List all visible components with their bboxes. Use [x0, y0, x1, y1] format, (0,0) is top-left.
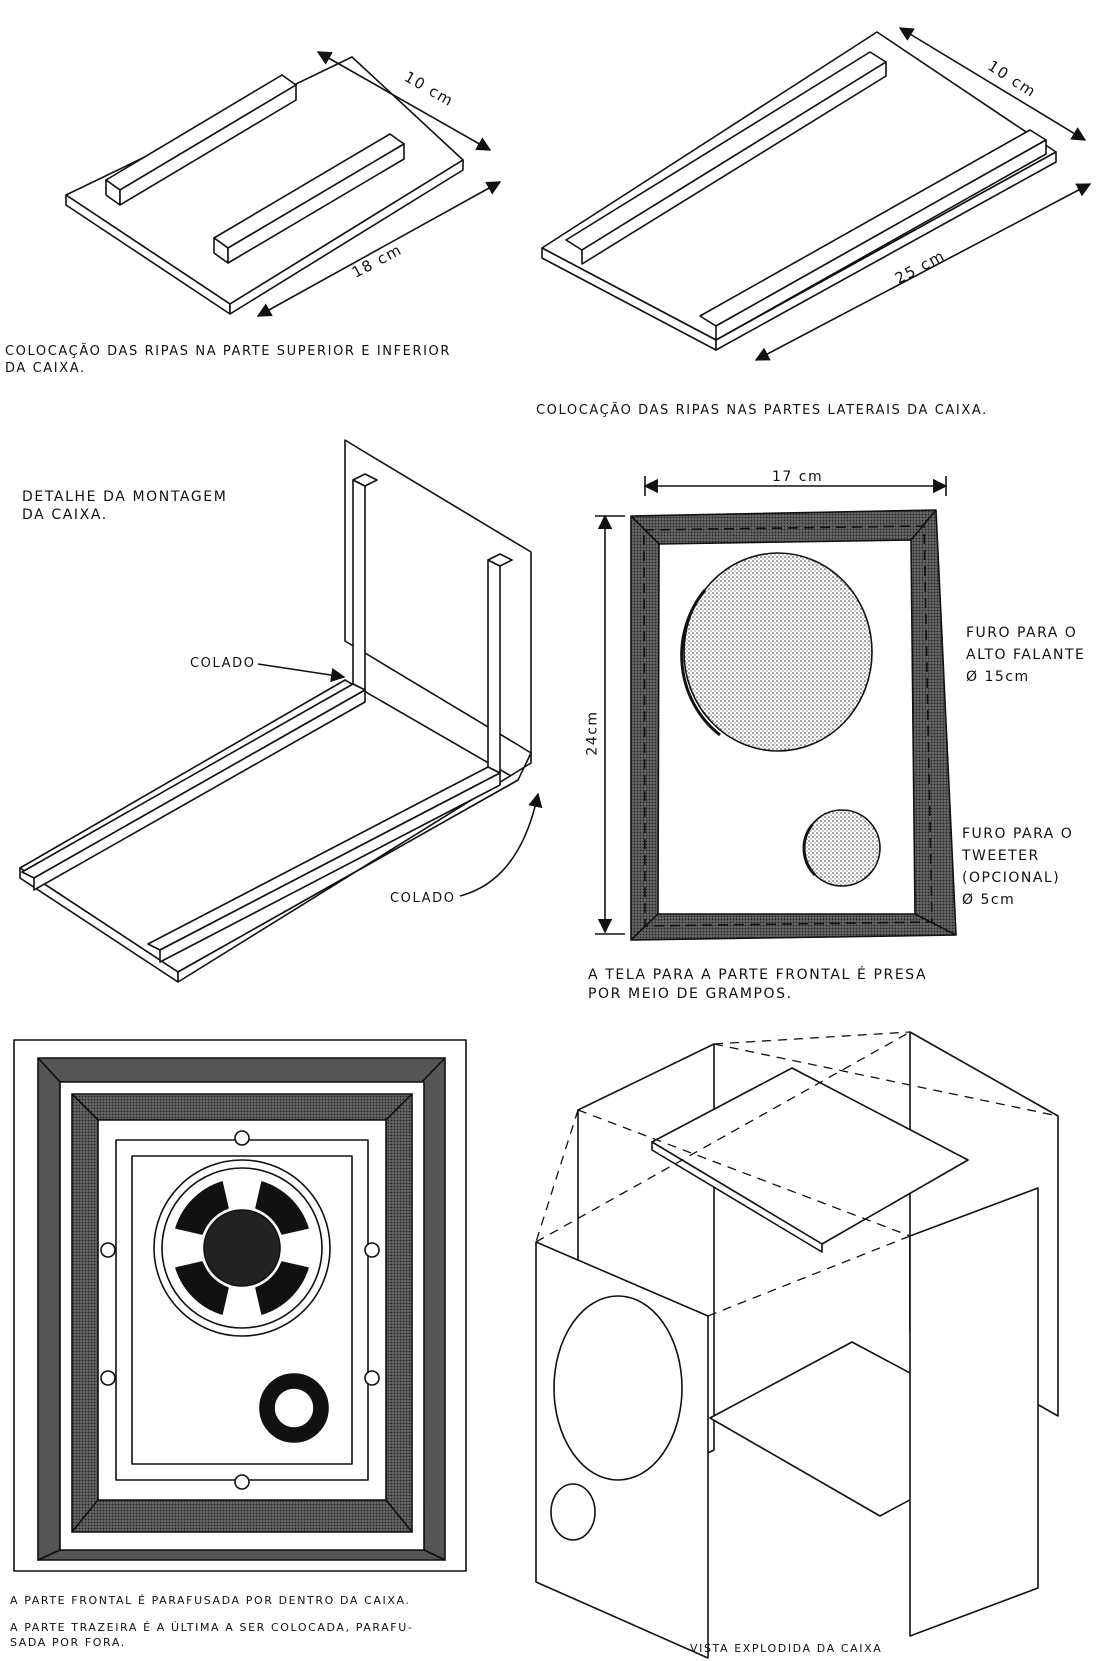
tweeter: [273, 1387, 315, 1429]
panel6-caption: VISTA EXPLODIDA DA CAIXA: [690, 1642, 883, 1655]
panel1-caption: COLOCAÇÃO DAS RIPAS NA PARTE SUPERIOR E …: [5, 344, 452, 376]
top-bottom-board-drawing: [65, 51, 502, 317]
speaker-hole: [683, 552, 873, 752]
front-panel-drawing: [595, 476, 957, 941]
panel3-glued-label-2: COLADO: [390, 891, 456, 906]
slat-1: [105, 74, 297, 206]
glued-arrow-1: [257, 663, 346, 683]
panel3-title: DETALHE DA MONTAGEM DA CAIXA.: [22, 489, 228, 523]
panel4-dimension-width-label: 17 cm: [772, 469, 824, 485]
rear-view-drawing: [13, 1039, 467, 1572]
panel5-caption-1: A PARTE FRONTAL É PARAFUSADA POR DENTRO …: [10, 1594, 411, 1607]
speaker-magnet: [203, 1209, 281, 1287]
panel2-caption: COLOCAÇÃO DAS RIPAS NAS PARTES LATERAIS …: [536, 403, 988, 418]
panel4-speaker-hole-label: FURO PARA O ALTO FALANTE Ø 15cm: [966, 625, 1086, 685]
dimension-10cm-line: [316, 51, 492, 151]
dimension-18cm-line: [256, 181, 502, 317]
dimension-10cm-line-2: [898, 27, 1087, 141]
exploded-speaker-hole: [553, 1295, 683, 1481]
box-assembly-detail-drawing: [19, 439, 543, 983]
screws: [100, 1130, 380, 1490]
side-board-drawing: [541, 27, 1092, 361]
panel4-caption: A TELA PARA A PARTE FRONTAL É PRESA POR …: [588, 967, 928, 1002]
exploded-view-drawing: [535, 1031, 1059, 1659]
dimension-25cm-line: [754, 183, 1092, 361]
exploded-tweeter-hole: [550, 1483, 596, 1541]
panel5-caption-2: A PARTE TRAZEIRA É A ÚLTIMA A SER COLOCA…: [10, 1621, 414, 1649]
panel4-dimension-height-label: 24cm: [584, 710, 601, 756]
panel4-tweeter-hole-label: FURO PARA O TWEETER (OPCIONAL) Ø 5cm: [962, 826, 1074, 908]
glued-arrow-2: [459, 792, 543, 897]
panel3-glued-label-1: COLADO: [190, 656, 256, 671]
